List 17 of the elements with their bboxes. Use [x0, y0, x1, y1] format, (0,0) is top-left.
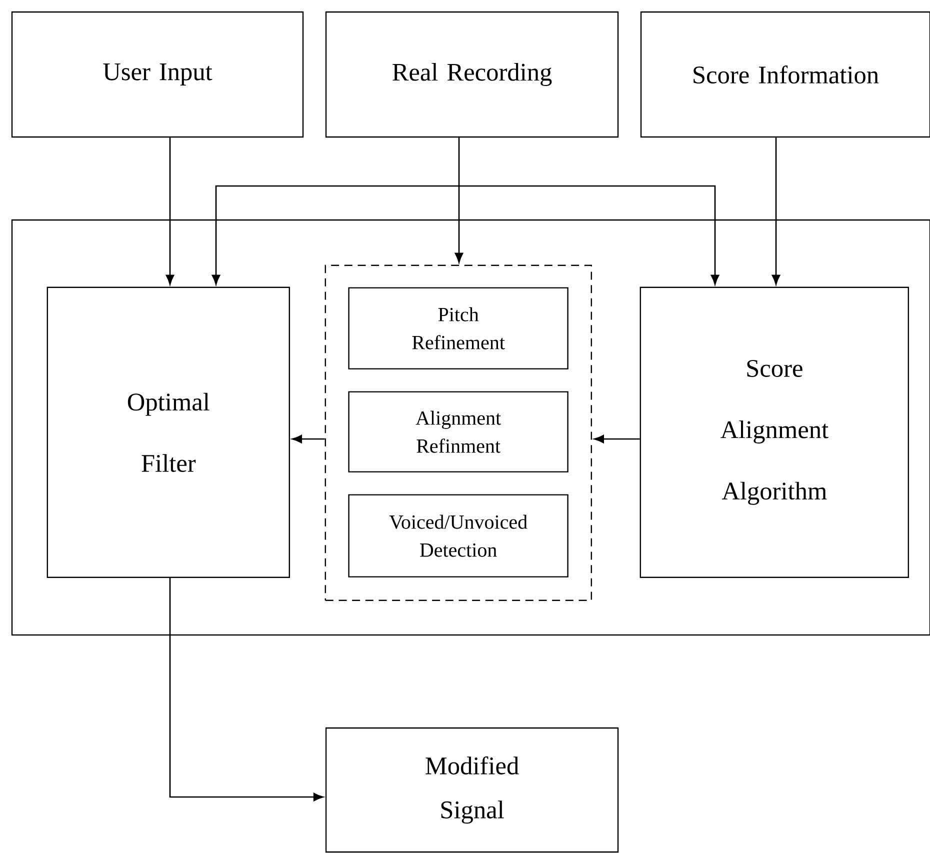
process-box: Optimal Filter: [46, 286, 290, 578]
arrow: [166, 138, 174, 285]
arrow: [772, 138, 780, 285]
arrow: [212, 185, 720, 285]
process-box: User Input: [11, 11, 304, 138]
dashed-group-box: [324, 264, 592, 601]
process-box: Voiced/Unvoiced Detection: [348, 494, 568, 578]
arrow: [454, 138, 464, 263]
process-box: Real Recording: [325, 11, 619, 138]
process-box: Score Alignment Algorithm: [640, 286, 909, 578]
process-box: Alignment Refinment: [348, 391, 568, 472]
arrow: [292, 434, 325, 444]
process-box: Score Information: [640, 11, 930, 138]
process-box: Modified Signal: [325, 727, 619, 853]
process-box: Pitch Refinement: [348, 287, 568, 370]
arrow: [169, 578, 324, 802]
arrow: [594, 434, 640, 444]
